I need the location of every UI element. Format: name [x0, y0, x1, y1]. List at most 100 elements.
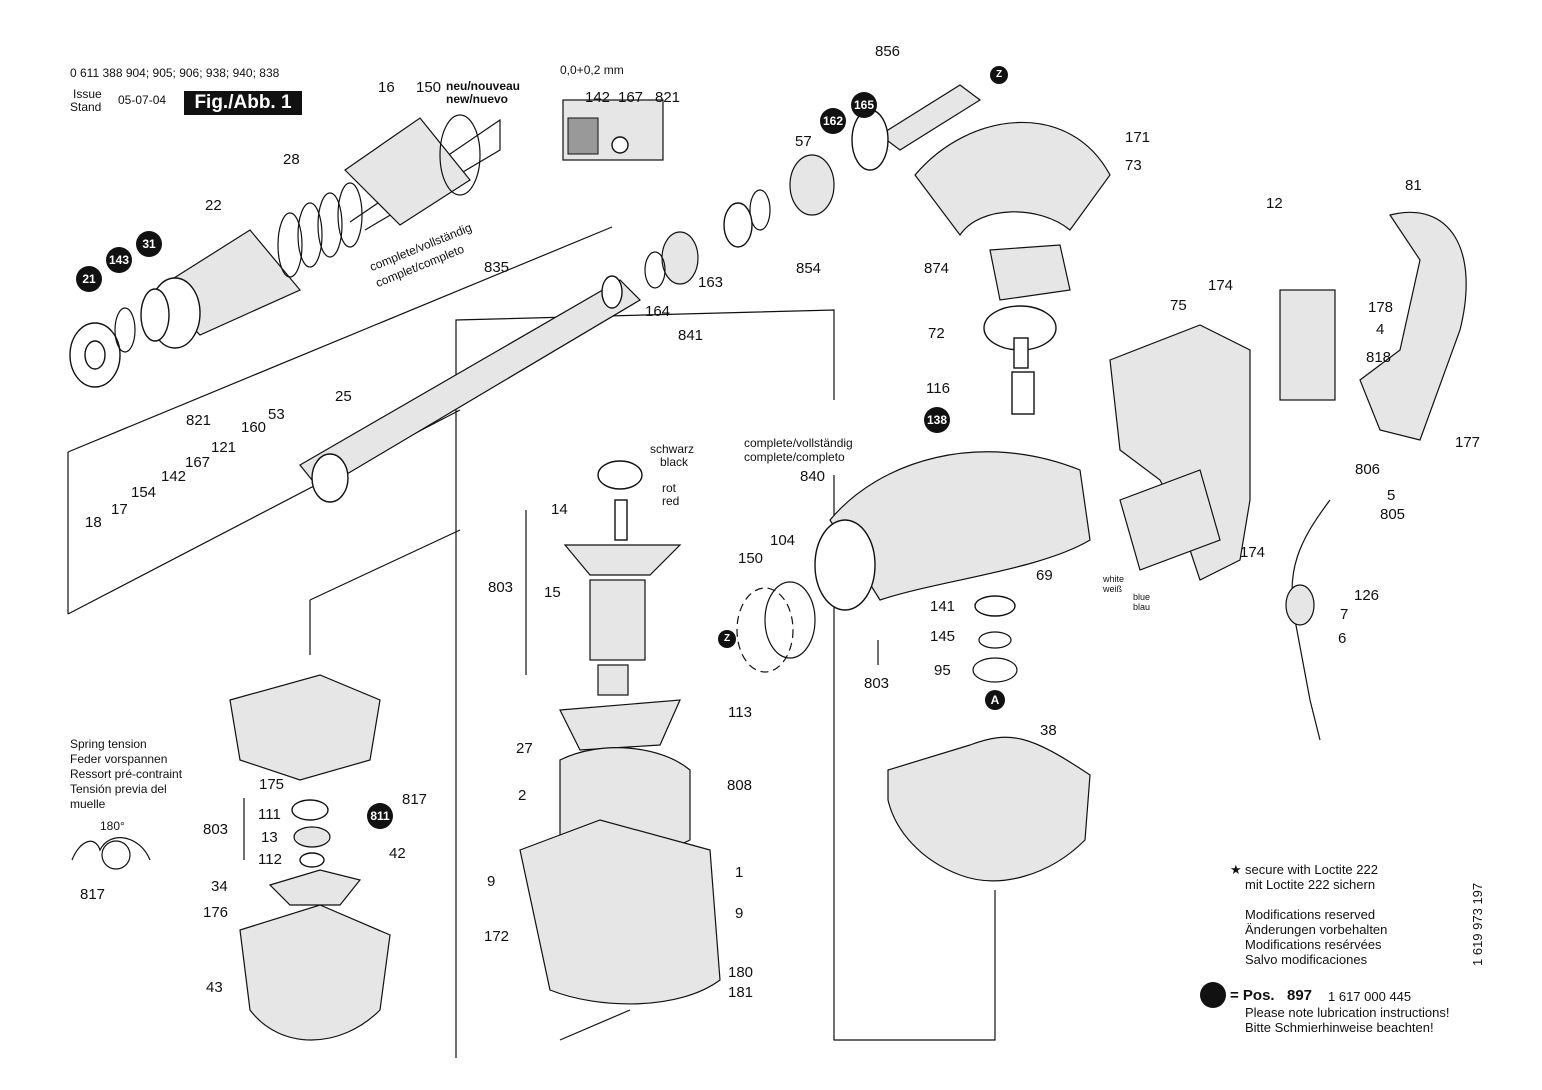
angle-label: 180°: [100, 819, 125, 833]
spring-tension-es-2: muelle: [70, 797, 106, 811]
new-label-de: neu/nouveau: [446, 79, 521, 93]
part-112: [299, 852, 325, 868]
callout-22: 22: [205, 197, 222, 214]
mod-note-fr: Modifications resérvées: [1245, 937, 1382, 952]
wire-weiss: weiß: [1103, 584, 1123, 594]
spring-tension-es: Tensión previa del: [70, 782, 167, 796]
badge-31: 31: [136, 231, 162, 257]
ring-104: [764, 581, 816, 659]
callout-874: 874: [924, 260, 950, 277]
callout-104: 104: [770, 532, 796, 549]
bearing-14: [597, 460, 643, 490]
wire-rot: rot: [662, 481, 677, 495]
lube-note-de: Bitte Schmierhinweise beachten!: [1245, 1020, 1434, 1035]
callout-806: 806: [1355, 461, 1381, 478]
callout-75: 75: [1170, 297, 1187, 314]
gear-cover: [914, 121, 1111, 237]
callout-142-top: 142: [585, 89, 611, 106]
striker-body: [851, 109, 889, 171]
badge-811: 811: [367, 803, 393, 829]
callout-181: 181: [728, 984, 754, 1001]
piston-841: [661, 231, 699, 285]
callout-126: 126: [1354, 587, 1380, 604]
loctite-note-de: mit Loctite 222 sichern: [1245, 877, 1376, 892]
callout-835: 835: [484, 259, 510, 276]
part-13: [293, 826, 331, 848]
armature-shaft: [614, 499, 628, 541]
callout-163: 163: [698, 274, 724, 291]
badge-z-top: Z: [990, 66, 1008, 84]
cable-guard: [1285, 584, 1315, 626]
handle-grip-base: [1119, 469, 1221, 571]
commutator: [597, 664, 629, 696]
brush-holder: [229, 674, 381, 781]
pos-number: 897: [1287, 987, 1313, 1004]
armature-core: [589, 579, 646, 661]
callout-42: 42: [389, 845, 406, 862]
spring-tension-de: Feder vorspannen: [70, 752, 168, 766]
callout-803-stack: 803: [203, 821, 229, 838]
callout-6: 6: [1338, 630, 1347, 647]
callout-172: 172: [484, 928, 510, 945]
wire-black: black: [660, 455, 689, 469]
callout-1: 1: [735, 864, 744, 881]
pos-label: = Pos.: [1230, 987, 1275, 1004]
callout-113: 113: [728, 704, 752, 721]
frame-line-top-left: [67, 226, 613, 453]
callout-69: 69: [1036, 567, 1053, 584]
oring-section: [611, 136, 629, 154]
complete-label-4: complete/completo: [744, 450, 845, 464]
callout-854: 854: [796, 260, 822, 277]
badge-138: 138: [924, 407, 950, 433]
spring-28: [277, 182, 363, 278]
circlip-145: [978, 631, 1012, 649]
wire-blue: blue: [1133, 592, 1151, 602]
wire-blau: blau: [1133, 602, 1151, 612]
callout-808: 808: [727, 777, 753, 794]
callout-177: 177: [1455, 434, 1481, 451]
callout-116: 116: [926, 380, 950, 397]
callout-57: 57: [795, 133, 812, 150]
callout-167-top: 167: [618, 89, 644, 106]
piston-57: [789, 154, 835, 216]
callout-150-housing: 150: [738, 550, 764, 567]
callout-818: 818: [1366, 349, 1392, 366]
badge-143: 143: [106, 247, 132, 273]
ring-31: [140, 288, 170, 342]
callout-803-housing: 803: [864, 675, 890, 692]
gasket-34: [268, 869, 362, 906]
callout-174-top: 174: [1208, 277, 1234, 294]
mod-note-es: Salvo modificaciones: [1245, 952, 1368, 967]
ring-143: [114, 307, 136, 353]
spring-tension-en: Spring tension: [70, 737, 147, 751]
callout-121: 121: [211, 439, 237, 456]
callout-53: 53: [268, 406, 285, 423]
figure-label: Fig./Abb. 1: [184, 91, 302, 115]
spring-sketch: [71, 837, 151, 861]
spring-tension-fr: Ressort pré-contraint: [70, 767, 183, 781]
callout-180: 180: [728, 964, 754, 981]
callout-145: 145: [930, 628, 956, 645]
callout-9-left: 9: [487, 873, 496, 890]
lubrication-dot: [1200, 982, 1226, 1008]
issue-date: 05-07-04: [118, 93, 167, 107]
mod-note-en: Modifications reserved: [1245, 907, 1376, 922]
wire-white: white: [1103, 574, 1125, 584]
ring-854a: [749, 189, 771, 231]
oring-95: [972, 657, 1018, 683]
callout-840: 840: [800, 468, 826, 485]
callout-73: 73: [1125, 157, 1142, 174]
callout-841: 841: [678, 327, 704, 344]
callout-171: 171: [1125, 129, 1151, 146]
callout-160: 160: [241, 419, 267, 436]
callout-150-top: 150: [416, 79, 442, 96]
callout-154: 154: [131, 484, 157, 501]
rear-handle-81: [1359, 211, 1467, 441]
callout-43: 43: [206, 979, 223, 996]
sleeve-116: [1011, 371, 1035, 415]
ring-150-top: [439, 114, 481, 196]
tolerance-label: 0,0+0,2 mm: [560, 63, 624, 77]
ring-854b: [723, 202, 753, 248]
